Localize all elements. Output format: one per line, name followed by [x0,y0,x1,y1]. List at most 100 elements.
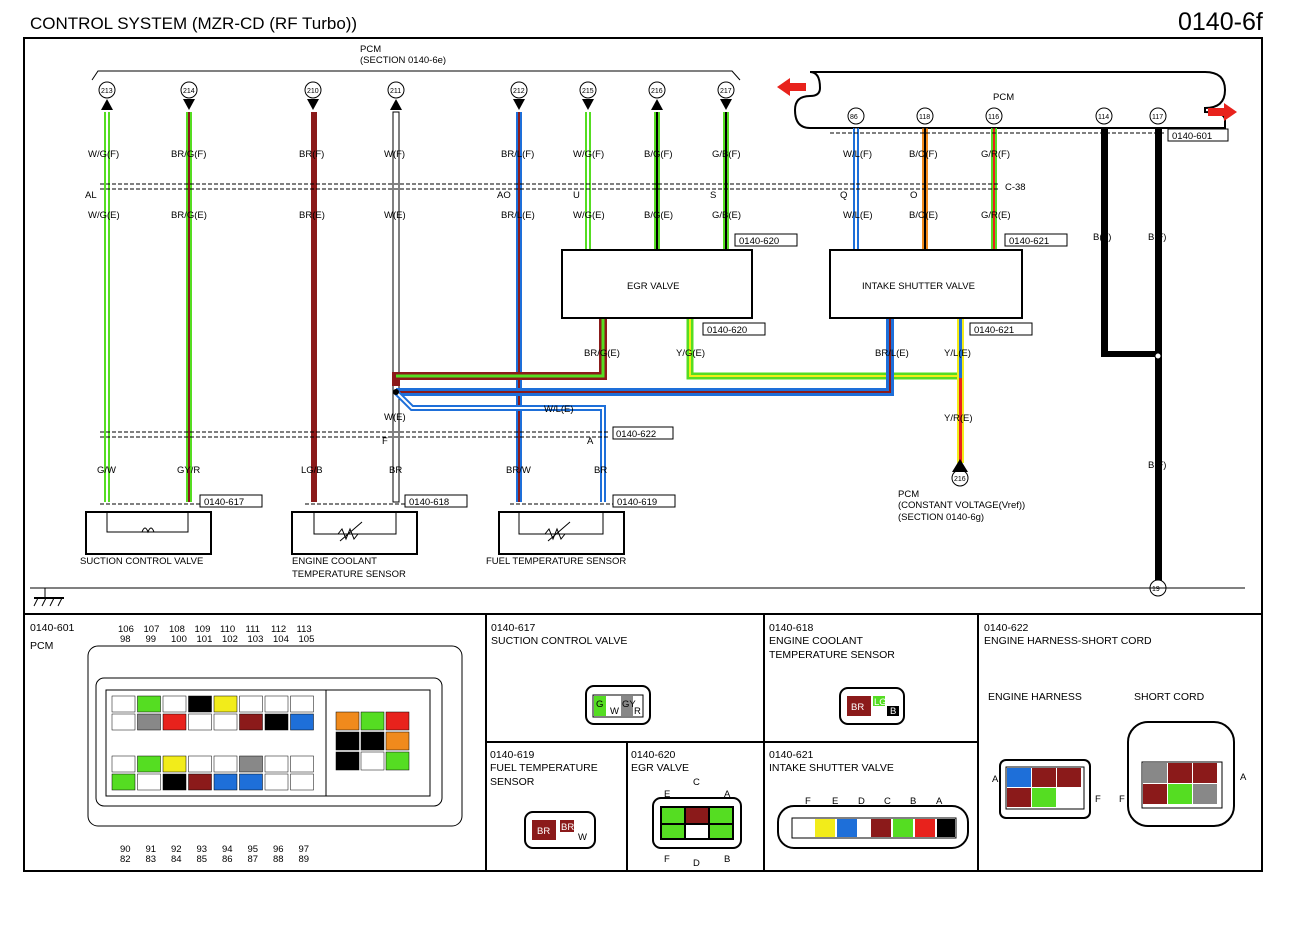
c619-box [612,494,676,508]
svg-text:101: 101 [197,634,213,645]
egr-connector-box [734,233,798,247]
suction-control-valve-box [85,511,212,555]
c619-code: 0140-619 [490,749,535,761]
ground-wire-label: B(F) [1148,460,1166,471]
isv-out-wire: BR/L(E) [875,348,909,359]
c618-box [404,494,468,508]
egr-out-wire: Y/G(E) [676,348,705,359]
c617-box [199,494,263,508]
svg-text:F: F [805,796,811,807]
pcm-right-outline [793,71,1227,129]
svg-text:104: 104 [273,634,289,645]
svg-text:82: 82 [120,854,131,865]
pcm-bracket [91,70,741,81]
svg-text:B: B [910,796,916,807]
terminal-1 [180,81,198,99]
isv-connector-label-2: 0140-621 [974,325,1014,336]
svg-text:B: B [890,706,896,717]
lower-wire-label: BR [594,465,607,476]
terminal-num: 116 [988,114,999,121]
c619-name2: SENSOR [490,776,535,788]
svg-text:91: 91 [146,844,157,855]
connector-601-box [1167,128,1229,142]
page-number: 0140-6f [1178,8,1263,36]
intake-shutter-valve-name: INTAKE SHUTTER VALVE [862,281,975,292]
svg-text:GY: GY [622,699,636,710]
c619-label: 0140-619 [617,497,657,508]
c619-name: FUEL TEMPERATURE [490,762,598,774]
suction-valve-name: SUCTION CONTROL VALVE [80,556,203,567]
wire-label-pcm: BR/L(F) [501,149,534,160]
wire-label-pcm: W(F) [384,149,405,160]
wire-label-engine: G/B(E) [712,210,741,221]
splice-wire-wle: W/L(E) [544,404,574,415]
terminal-6 [648,81,666,99]
vref-line2: (CONSTANT VOLTAGE(Vref)) [898,500,1025,511]
terminal-11 [1095,107,1113,125]
c622-pin-a: A [587,436,594,447]
svg-text:D: D [693,858,700,869]
svg-text:W: W [578,832,587,843]
svg-text:111: 111 [246,624,260,635]
c618-name2: TEMPERATURE SENSOR [769,649,895,661]
terminal-num: 213 [101,88,113,95]
wire-label-pcm: W/L(F) [843,149,872,160]
c622-pin-f: F [382,436,388,447]
svg-text:108: 108 [169,624,185,635]
ect-sensor-box [291,511,418,555]
svg-text:D: D [858,796,865,807]
terminal-5 [579,81,597,99]
wire-label-engine: W(E) [384,210,406,221]
lower-wire-label: LG/B [301,465,323,476]
wire-label-engine: B/G(E) [644,210,673,221]
svg-text:105: 105 [299,634,315,645]
joint-pin: O [910,190,917,201]
svg-text:F: F [1095,794,1101,805]
wire-label-pcm: B/G(F) [644,149,673,160]
wire-label-pcm: G/B(F) [712,149,741,160]
svg-text:C: C [884,796,891,807]
svg-text:110: 110 [220,624,235,635]
terminal-num: 216 [651,88,663,95]
terminal-10 [985,107,1003,125]
svg-text:113: 113 [297,624,312,635]
svg-text:85: 85 [197,854,208,865]
egr-connector-label: 0140-620 [739,236,779,247]
svg-text:98: 98 [120,634,131,645]
svg-text:A: A [1240,772,1247,783]
c618-label: 0140-618 [409,497,449,508]
wire-label-engine: W/L(E) [843,210,873,221]
terminal-0 [98,81,116,99]
egr-connector-box-2 [702,322,766,336]
wire-label-pcm: BR/G(F) [171,149,206,160]
svg-text:BR: BR [561,822,574,833]
svg-text:W: W [610,706,619,717]
svg-text:112: 112 [271,624,286,635]
c622-name: ENGINE HARNESS-SHORT CORD [984,635,1152,647]
ground-icon [33,588,64,607]
wire-label-engine: BR(E) [299,210,325,221]
page-title: CONTROL SYSTEM (MZR-CD (RF Turbo)) [30,14,357,33]
wire-label-engine: G/R(E) [981,210,1011,221]
svg-text:100: 100 [171,634,187,645]
svg-text:89: 89 [299,854,310,865]
ground-wire-label: B(F) [1148,232,1166,243]
svg-text:96: 96 [273,844,284,855]
c622-code: 0140-622 [984,622,1029,634]
wire-label-engine: W/G(E) [573,210,605,221]
terminal-num: 217 [720,88,732,95]
isv-connector-label: 0140-621 [1009,236,1049,247]
terminal-num: 216 [954,476,966,483]
lower-wire-label: GY/R [177,465,200,476]
terminal-num: 118 [919,114,930,121]
terminal-8 [847,107,865,125]
terminal-num: 215 [582,88,594,95]
egr-connector-label-2: 0140-620 [707,325,747,336]
svg-text:84: 84 [171,854,182,865]
splice-wire-we: W(E) [384,412,406,423]
terminal-num: 212 [513,88,525,95]
svg-text:86: 86 [222,854,233,865]
vref-line3: (SECTION 0140-6g) [898,512,984,523]
svg-text:E: E [664,789,670,800]
arrow-right-icon [1208,103,1237,121]
